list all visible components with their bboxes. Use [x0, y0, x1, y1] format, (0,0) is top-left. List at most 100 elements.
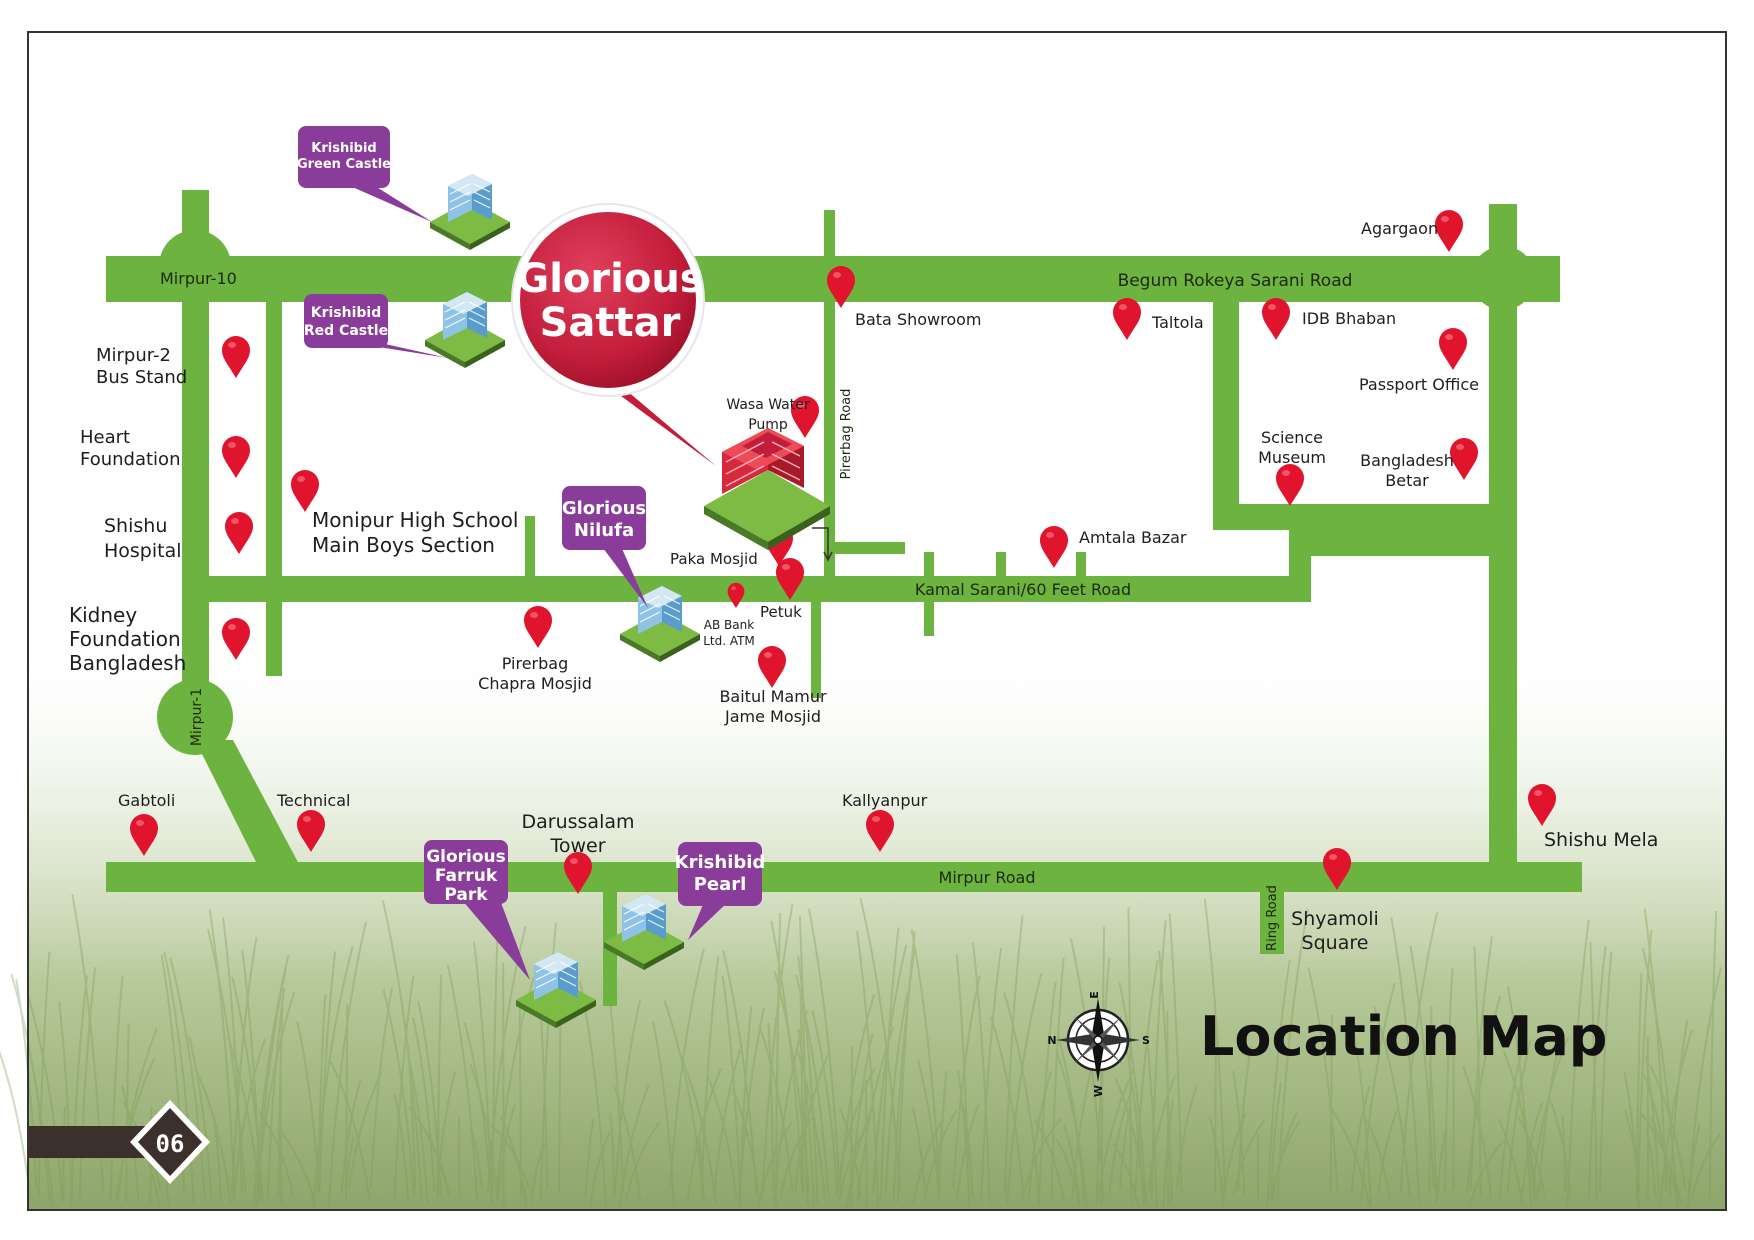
grass-blade [1691, 1133, 1722, 1199]
glorious-sattar-bubble[interactable]: Glorious Sattar [511, 203, 720, 470]
grass-blade [1498, 1047, 1524, 1200]
grass-blade [1548, 1098, 1572, 1194]
grass-blade [652, 1021, 675, 1207]
grass-blade [256, 992, 296, 1194]
road-pirerbag-spur [835, 542, 905, 554]
label-paka-mosjid: Paka Mosjid [670, 550, 758, 568]
grass-blade [529, 1141, 546, 1205]
grass-blade [1003, 992, 1040, 1194]
grass-blade [584, 1118, 595, 1198]
grass-blade [231, 976, 264, 1203]
grass-blade [761, 903, 794, 1195]
grass-blade [1112, 1142, 1140, 1209]
grass-blade [382, 989, 415, 1197]
label-mirpur-10: Mirpur-10 [160, 269, 237, 288]
label-amtala: Amtala Bazar [1079, 528, 1187, 547]
grass-blade [1506, 986, 1533, 1208]
label-bata: Bata Showroom [855, 310, 982, 329]
grass-blade [1266, 960, 1291, 1206]
label-agargaon: Agargaon [1361, 219, 1438, 238]
grass-blade [1328, 1105, 1371, 1206]
grass-blade [1659, 1029, 1693, 1206]
grass-blade [1645, 1129, 1657, 1198]
road-side-lane [266, 300, 282, 676]
grass-blade [348, 1071, 383, 1189]
grass-blade [1624, 1109, 1641, 1193]
grass-blade [1108, 1087, 1134, 1196]
label-technical: Technical [276, 791, 350, 810]
grass-blade [1150, 920, 1167, 1199]
page-number: 06 [156, 1130, 185, 1158]
grass-blade [668, 948, 705, 1190]
grass-blade [208, 909, 236, 1200]
grass-blade [839, 1108, 862, 1197]
grass-blade [1057, 1035, 1086, 1203]
grass-blade [70, 975, 89, 1205]
grass-blade [871, 944, 908, 1195]
grass-blade [834, 1067, 876, 1194]
grass-blade [1641, 1113, 1682, 1205]
grass-blade [26, 993, 64, 1202]
grass-blade [469, 1126, 483, 1189]
grass-blade [1270, 1112, 1298, 1205]
grass-blade [1473, 946, 1482, 1198]
grass-blade [1134, 959, 1159, 1201]
grass-blade [1050, 957, 1065, 1200]
grass-blade [169, 956, 206, 1200]
bubble-line-1: Glorious [516, 256, 703, 302]
grass-blade [188, 1037, 213, 1199]
grass-blade [1390, 917, 1421, 1204]
grass-blade [417, 1000, 443, 1198]
grass-blade [463, 1022, 492, 1189]
grass-blade [1118, 982, 1148, 1205]
grass-blade [1443, 968, 1454, 1194]
grass-blade [252, 955, 290, 1205]
grass-blade [539, 922, 557, 1201]
grass-blade [849, 1033, 874, 1206]
grass-blade [1648, 1064, 1687, 1189]
grass-blade [109, 976, 124, 1200]
road-lane-3 [1076, 552, 1086, 578]
grass-blade [767, 1023, 775, 1192]
grass-blade [1566, 919, 1590, 1205]
grass-blade [296, 1021, 320, 1189]
grass-blade [1687, 967, 1722, 1201]
grass-blade [1399, 912, 1439, 1194]
grass-blade [589, 1132, 611, 1208]
grass-blade [1276, 909, 1309, 1199]
label-ring-road: Ring Road [1265, 885, 1280, 951]
grass-blade [1587, 945, 1607, 1196]
grass-blade [1232, 1119, 1266, 1195]
grass-blade [923, 1110, 958, 1200]
grass-blade [938, 1070, 948, 1192]
grass-blade [1521, 1101, 1544, 1196]
grass-blade [340, 1078, 362, 1195]
grass-blade [231, 936, 258, 1192]
grass-blade [910, 928, 941, 1192]
grass-blade [1063, 1124, 1081, 1207]
grass-blade [698, 1142, 705, 1203]
grass-blade [1037, 981, 1057, 1206]
grass-blade [1162, 1098, 1175, 1208]
grass-blade [952, 975, 981, 1189]
grass-blade [1428, 1061, 1438, 1205]
grass-blade [277, 1007, 284, 1197]
grass-blade [1513, 1081, 1536, 1202]
grass-blade [1637, 929, 1653, 1202]
grass-blade [707, 1076, 738, 1198]
glorious-sattar-building[interactable] [704, 428, 830, 550]
grass-blade [1644, 1055, 1661, 1196]
grass-blade [1307, 967, 1339, 1194]
grass-blade [1462, 1066, 1492, 1197]
